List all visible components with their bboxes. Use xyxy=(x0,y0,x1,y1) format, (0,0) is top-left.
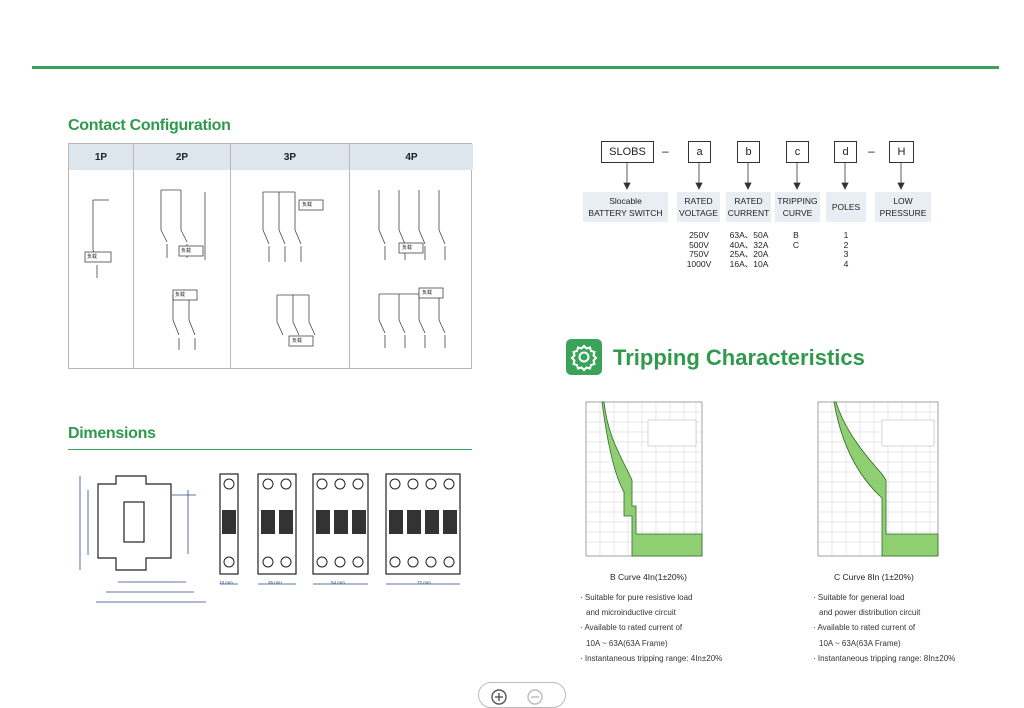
label-poles: POLES xyxy=(826,192,866,222)
code-box-a: a xyxy=(688,141,711,163)
code-arrows xyxy=(623,163,905,190)
width-label-4p: 72 mm xyxy=(417,580,431,585)
code-box-h: H xyxy=(889,141,914,163)
width-label-2p: 36 mm xyxy=(268,580,282,585)
code-dash-2: – xyxy=(868,144,875,158)
dimensions-drawing xyxy=(79,473,461,603)
column-header-2p: 2P xyxy=(134,144,231,170)
column-header-4p: 4P xyxy=(350,144,473,170)
top-divider xyxy=(32,66,999,69)
zoom-control[interactable] xyxy=(478,682,566,708)
width-label-3p: 54 mm xyxy=(331,580,345,585)
load-label-4p-a: 负载 xyxy=(402,245,413,251)
column-header-3p: 3P xyxy=(231,144,350,170)
dimensions-divider xyxy=(68,449,472,450)
c-curve-chart xyxy=(817,401,939,557)
load-label-4p-b: 负载 xyxy=(422,290,433,296)
load-label-1p: 负载 xyxy=(87,254,98,260)
code-box-d: d xyxy=(834,141,857,163)
zoom-in-icon[interactable] xyxy=(489,687,509,707)
c-curve-caption: C Curve 8In (1±20%) xyxy=(834,572,914,582)
code-box-c: c xyxy=(786,141,809,163)
load-label-2p-b: 负载 xyxy=(175,292,186,298)
dimensions-title: Dimensions xyxy=(68,425,156,442)
c-curve-notes: · Suitable for general load and power di… xyxy=(813,593,956,663)
load-label-2p-a: 负载 xyxy=(181,248,192,254)
code-box-b: b xyxy=(737,141,760,163)
wiring-diagrams xyxy=(84,189,446,350)
gear-icon xyxy=(566,339,602,375)
column-1p xyxy=(69,170,134,368)
column-3p xyxy=(231,170,350,368)
code-dash-1: – xyxy=(662,144,669,158)
code-box-slobs: SLOBS xyxy=(601,141,654,163)
b-curve-caption: B Curve 4In(1±20%) xyxy=(610,572,687,582)
load-label-3p-b: 负载 xyxy=(292,338,303,344)
b-curve-chart xyxy=(585,401,703,557)
contact-configuration-table: 1P 2P 3P 4P xyxy=(68,143,473,369)
b-curve-notes: · Suitable for pure resistive load and m… xyxy=(580,593,723,663)
zoom-out-icon[interactable] xyxy=(525,687,545,707)
tripping-characteristics-title: Tripping Characteristics xyxy=(613,345,865,370)
column-2p xyxy=(134,170,231,368)
load-label-3p-a: 负载 xyxy=(302,202,313,208)
contact-configuration-title: Contact Configuration xyxy=(68,117,231,134)
width-label-1p: 18 mm xyxy=(219,580,233,585)
column-header-1p: 1P xyxy=(69,144,134,170)
